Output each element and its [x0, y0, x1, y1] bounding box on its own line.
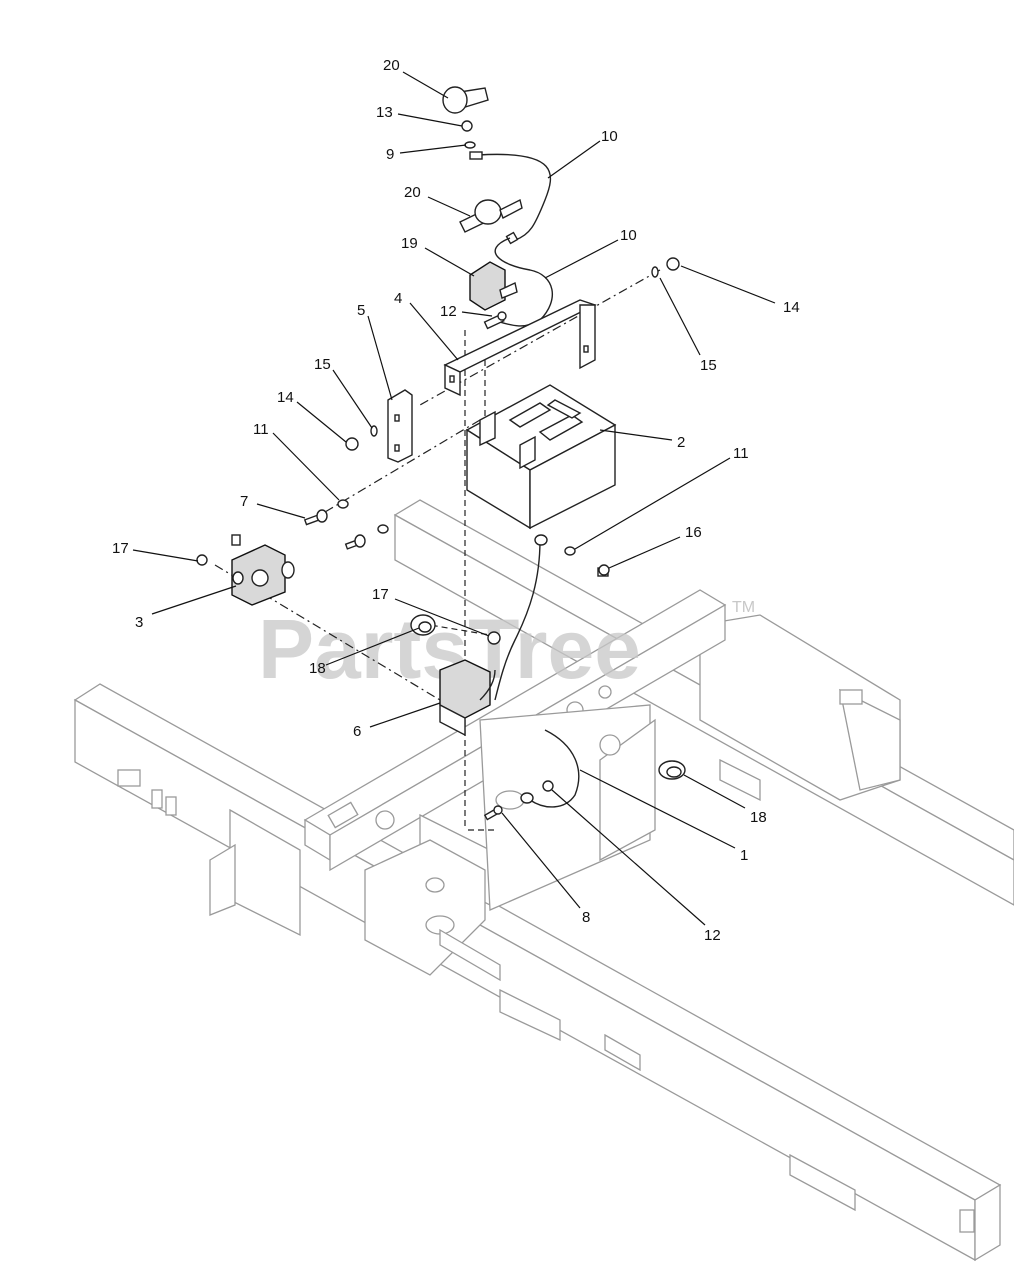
part-7-bolt-2: [344, 534, 366, 550]
chassis-frame: [73, 499, 1014, 1262]
rail-end-slot: [959, 1209, 975, 1233]
callout-14-right: 14: [783, 299, 800, 316]
dash-line-bolt-7: [319, 419, 481, 516]
part-12-bolt-bottom: [542, 780, 554, 792]
part-18-cable-clip-left: [410, 614, 436, 636]
callout-11-right: 11: [733, 445, 749, 462]
callout-16: 16: [685, 524, 702, 541]
part-20-terminal-boot-mid: [459, 198, 523, 233]
callout-11-left: 11: [253, 421, 269, 438]
callout-1: 1: [740, 847, 748, 864]
part-10-cable-lower: [494, 237, 553, 327]
part-12-bolt-top: [483, 311, 507, 330]
part-3-solenoid: [231, 534, 295, 606]
part-5-j-bolt-bracket: [387, 389, 413, 463]
callout-12-top: 12: [440, 303, 457, 320]
part-11-washer-right: [564, 546, 576, 556]
callout-5: 5: [357, 302, 365, 319]
callout-13: 13: [376, 104, 393, 121]
part-1-cable: [529, 729, 580, 808]
callout-9: 9: [386, 146, 394, 163]
right-rear-bracket-plate: [839, 688, 901, 791]
callout-15-left: 15: [314, 356, 331, 373]
callout-7: 7: [240, 493, 248, 510]
callout-12-bottom: 12: [704, 927, 721, 944]
right-bracket-slot: [839, 689, 863, 705]
callout-17-left: 17: [112, 540, 129, 557]
part-15-washer-left: [370, 425, 378, 437]
callout-3: 3: [135, 614, 143, 631]
watermark-tm: TM: [732, 599, 755, 616]
part-15-washer-right: [651, 266, 659, 278]
callout-14-left: 14: [277, 389, 294, 406]
cable-ring-terminal: [534, 534, 548, 546]
leader-lines: [132, 71, 776, 926]
part-9-washer: [464, 141, 476, 149]
part-14-nut-right: [666, 257, 680, 271]
part-11-washer-left: [337, 499, 349, 509]
part-18-cable-clip-right: [658, 760, 686, 780]
hitch-boss: [425, 877, 445, 893]
part-19-terminal-cover: [469, 261, 518, 311]
callout-20-mid: 20: [404, 184, 421, 201]
part-17-screw-left: [196, 554, 208, 566]
callout-8: 8: [582, 909, 590, 926]
right-rail-tab: [719, 758, 761, 802]
rail-slot-1: [117, 769, 141, 787]
callout-17-right: 17: [372, 586, 389, 603]
center-box-hole: [599, 734, 621, 756]
callout-6: 6: [353, 723, 361, 740]
part-11-washer-left-2: [377, 524, 389, 534]
callout-19: 19: [401, 235, 418, 252]
cross-hole-4: [598, 685, 612, 699]
callout-20-top: 20: [383, 57, 400, 74]
callout-10-lower: 10: [620, 227, 637, 244]
callout-2: 2: [677, 434, 685, 451]
callout-18-right: 18: [750, 809, 767, 826]
part-17-screw-right: [487, 631, 501, 645]
rail-slot-3: [165, 796, 177, 816]
cross-slot: [327, 801, 359, 829]
callout-10-upper: 10: [601, 128, 618, 145]
rail-bracket-left-4: [789, 1153, 856, 1212]
rail-bracket-left-1b: [209, 843, 236, 916]
part-6-relay: [439, 659, 496, 737]
callout-18-left: 18: [309, 660, 326, 677]
part-20-terminal-boot-top: [442, 86, 489, 114]
part-4-hold-down-bracket: [443, 299, 597, 397]
part-10-cable-upper: [469, 151, 551, 245]
part-16-bolt: [597, 564, 610, 577]
battery-negative-cable: [494, 539, 541, 701]
callout-labels: 20 13 9 10 20 10 19 14 12 4 5 15 15 14 2…: [112, 57, 800, 944]
rail-bracket-left-3: [604, 1033, 641, 1072]
rail-bracket-left-2: [499, 988, 561, 1042]
part-13-nut: [461, 120, 473, 132]
hitch-slot: [439, 928, 501, 982]
part-14-nut-left: [345, 437, 359, 451]
left-frame-rail-end: [974, 1183, 1001, 1262]
part-2-battery: [465, 384, 617, 530]
center-box-side: [599, 718, 656, 862]
rail-slot-2: [151, 789, 163, 809]
part-7-bolt: [303, 509, 328, 526]
callout-15-right: 15: [700, 357, 717, 374]
part-8-bolt: [483, 805, 503, 821]
part-1-ring-terminal: [520, 792, 534, 804]
callout-4: 4: [394, 290, 402, 307]
cross-hole-1: [375, 810, 395, 830]
